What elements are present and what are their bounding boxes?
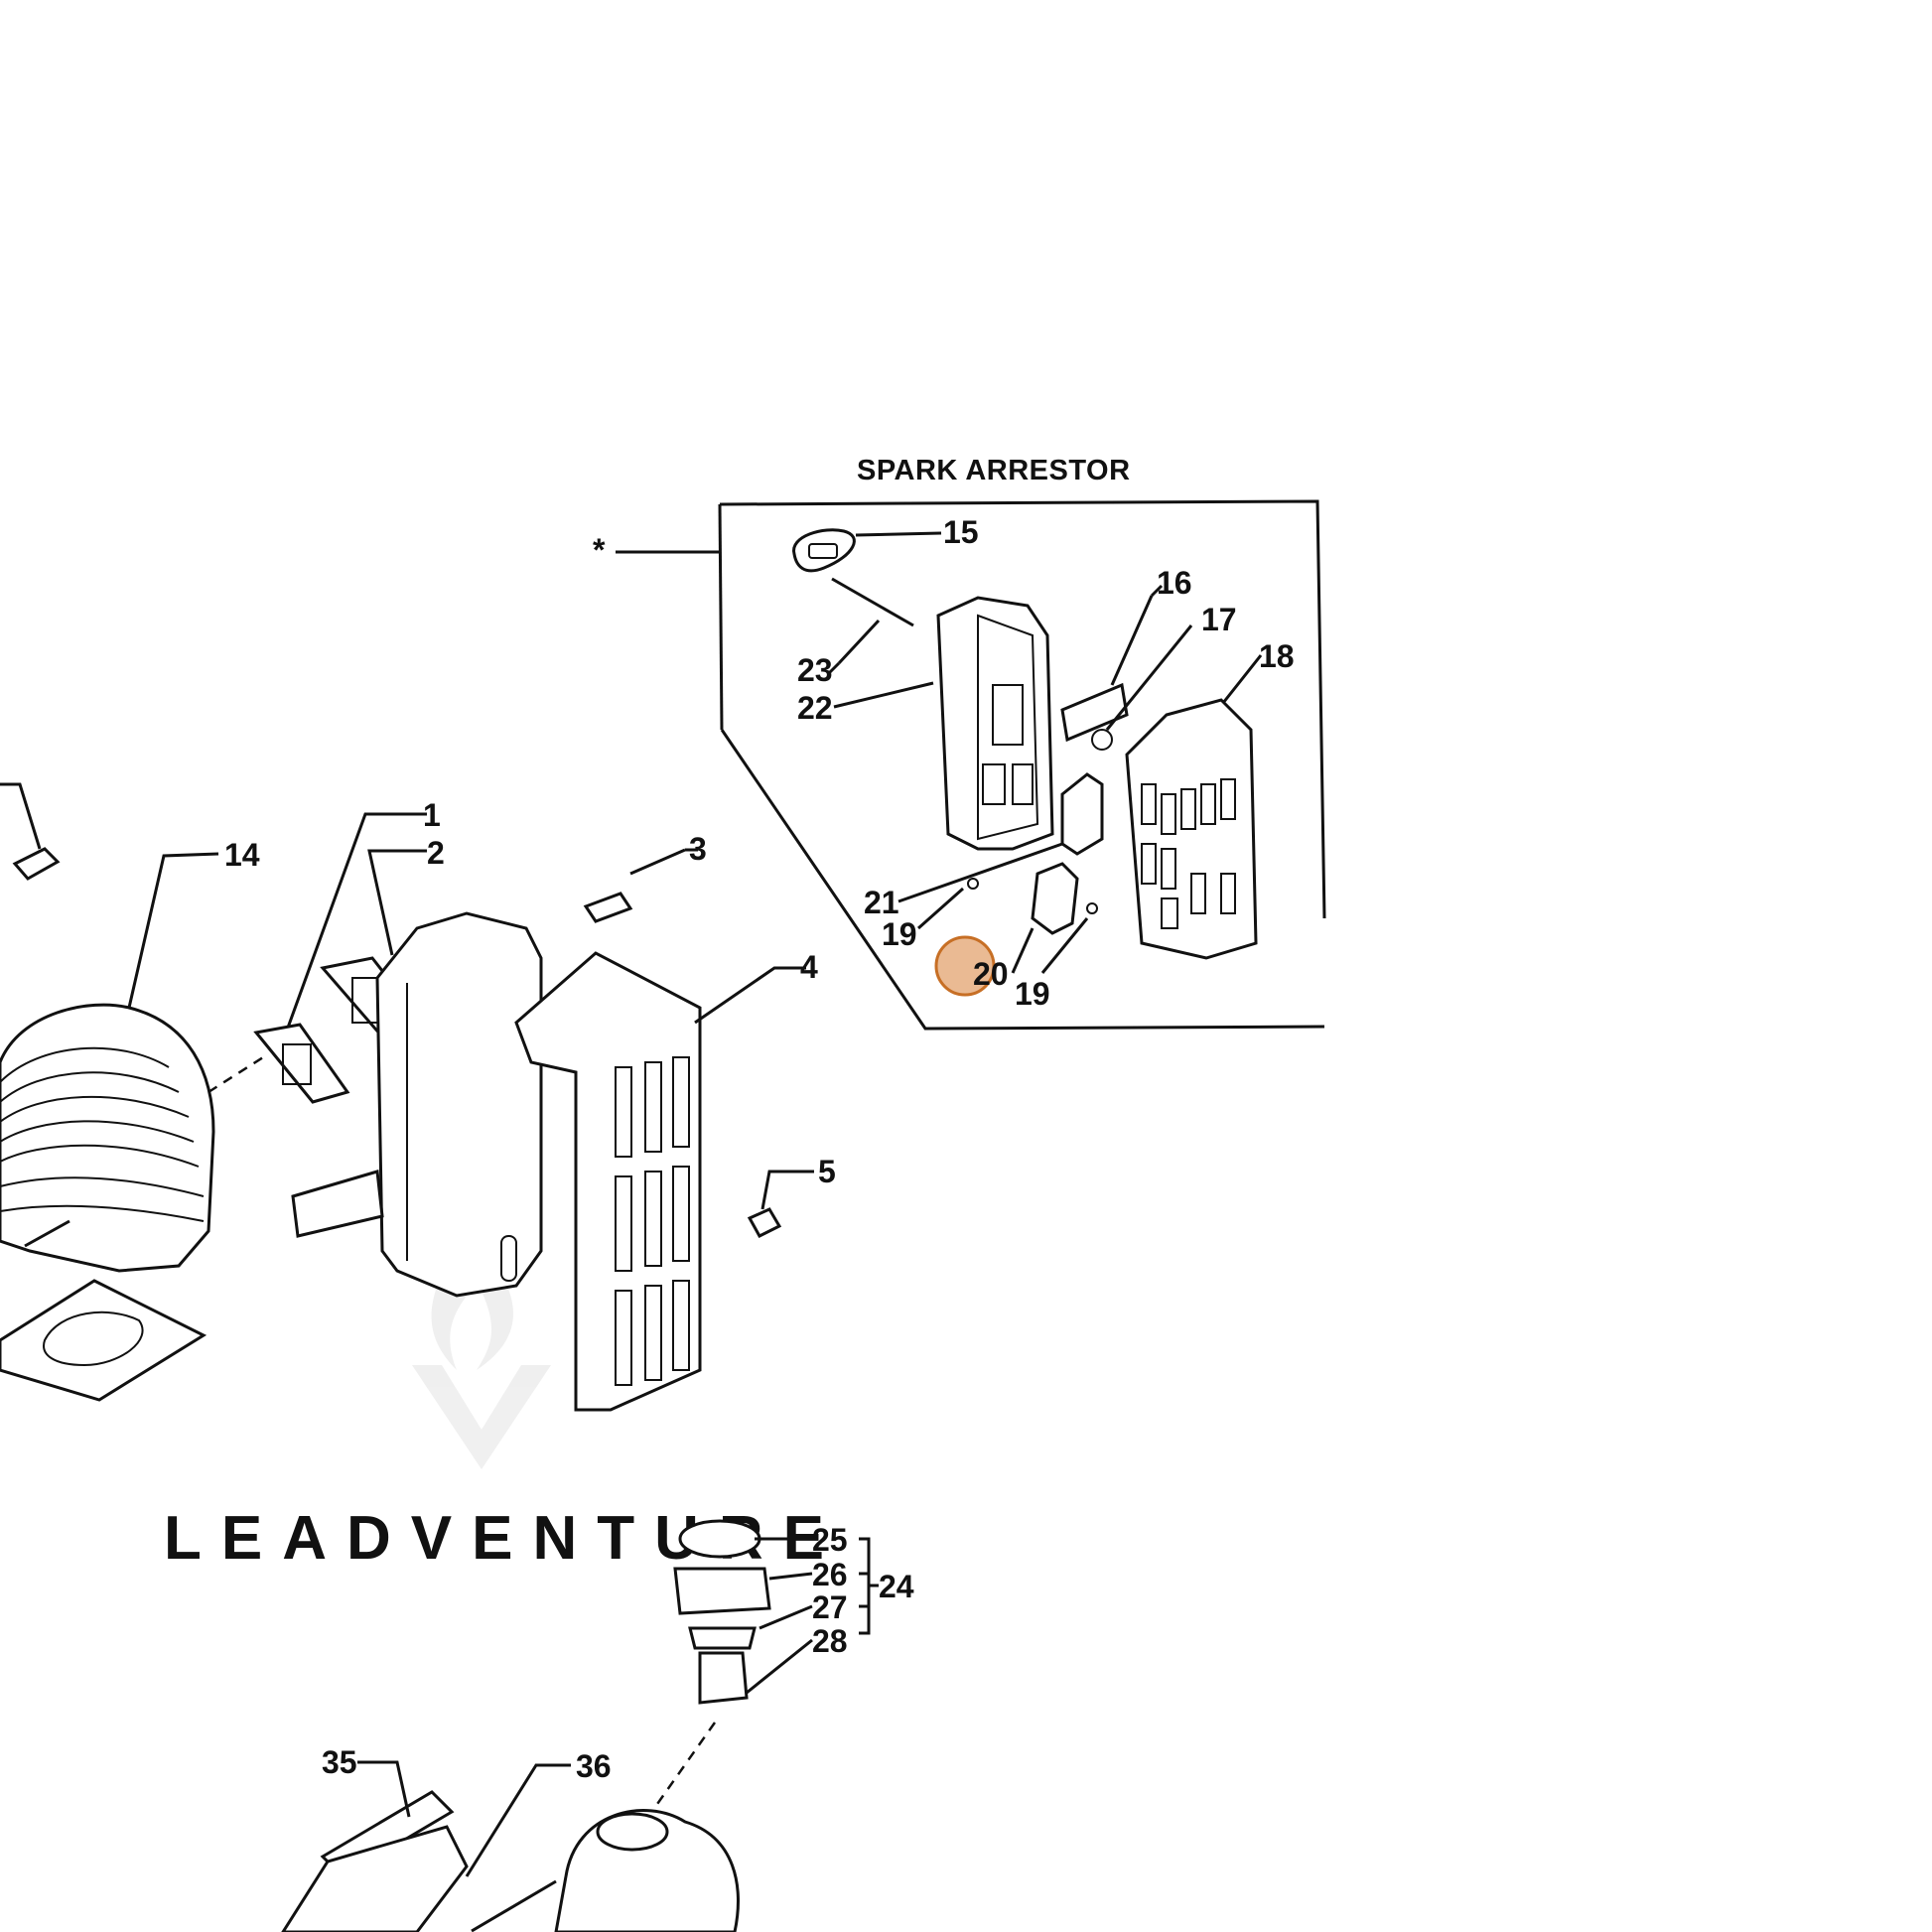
part-15-gasket	[792, 528, 942, 573]
callout-35: 35	[322, 1744, 357, 1780]
spark-arrestor-frame	[616, 499, 1326, 1031]
callout-16: 16	[1157, 565, 1192, 601]
part-18-screen-cover	[1125, 654, 1263, 960]
part-20-bracket	[1011, 862, 1079, 974]
asterisk-mark: *	[593, 532, 606, 568]
callout-36: 36	[576, 1748, 612, 1784]
bolt-top-left	[0, 782, 61, 881]
part-14-cylinder-head	[0, 852, 219, 1273]
part-1-gasket	[253, 812, 427, 1104]
callout-26: 26	[812, 1557, 848, 1592]
callout-22: 22	[797, 690, 833, 726]
callout-21: 21	[864, 885, 899, 920]
callout-19-upper: 19	[882, 916, 917, 952]
part-5-screw	[747, 1170, 814, 1238]
callout-23: 23	[797, 652, 833, 688]
callout-25: 25	[812, 1522, 848, 1558]
muffler-body	[291, 911, 543, 1298]
callout-17: 17	[1201, 602, 1237, 637]
callout-18: 18	[1259, 638, 1295, 674]
part-16-plate	[1060, 584, 1164, 743]
part-19-screws	[917, 878, 1098, 974]
part-17-screw	[1091, 624, 1193, 751]
callout-1: 1	[423, 797, 441, 833]
callout-5: 5	[818, 1154, 836, 1189]
part-22-arrestor-muffler	[833, 596, 1054, 851]
part-21-plate	[897, 772, 1104, 903]
part-4-heat-shield	[514, 951, 806, 1412]
callout-15: 15	[943, 514, 979, 550]
part-24-28-fuel-cap	[653, 1519, 879, 1808]
callout-3: 3	[689, 831, 707, 867]
section-title: SPARK ARRESTOR	[857, 455, 1131, 486]
callout-27: 27	[812, 1589, 848, 1625]
callout-28: 28	[812, 1623, 848, 1659]
part-36-fuel-tank	[465, 1763, 740, 1932]
highlight-marker[interactable]	[934, 935, 996, 997]
callout-24: 24	[879, 1569, 914, 1604]
part-35-bracket	[281, 1760, 469, 1932]
part-3-bolt	[583, 848, 698, 923]
callout-4: 4	[800, 949, 818, 985]
part-23-rod	[827, 577, 914, 675]
callout-14: 14	[224, 837, 260, 873]
callout-19-lower: 19	[1015, 976, 1050, 1012]
callout-20: 20	[973, 956, 1009, 992]
cylinder-gasket	[0, 1279, 207, 1402]
callout-2: 2	[427, 835, 445, 871]
